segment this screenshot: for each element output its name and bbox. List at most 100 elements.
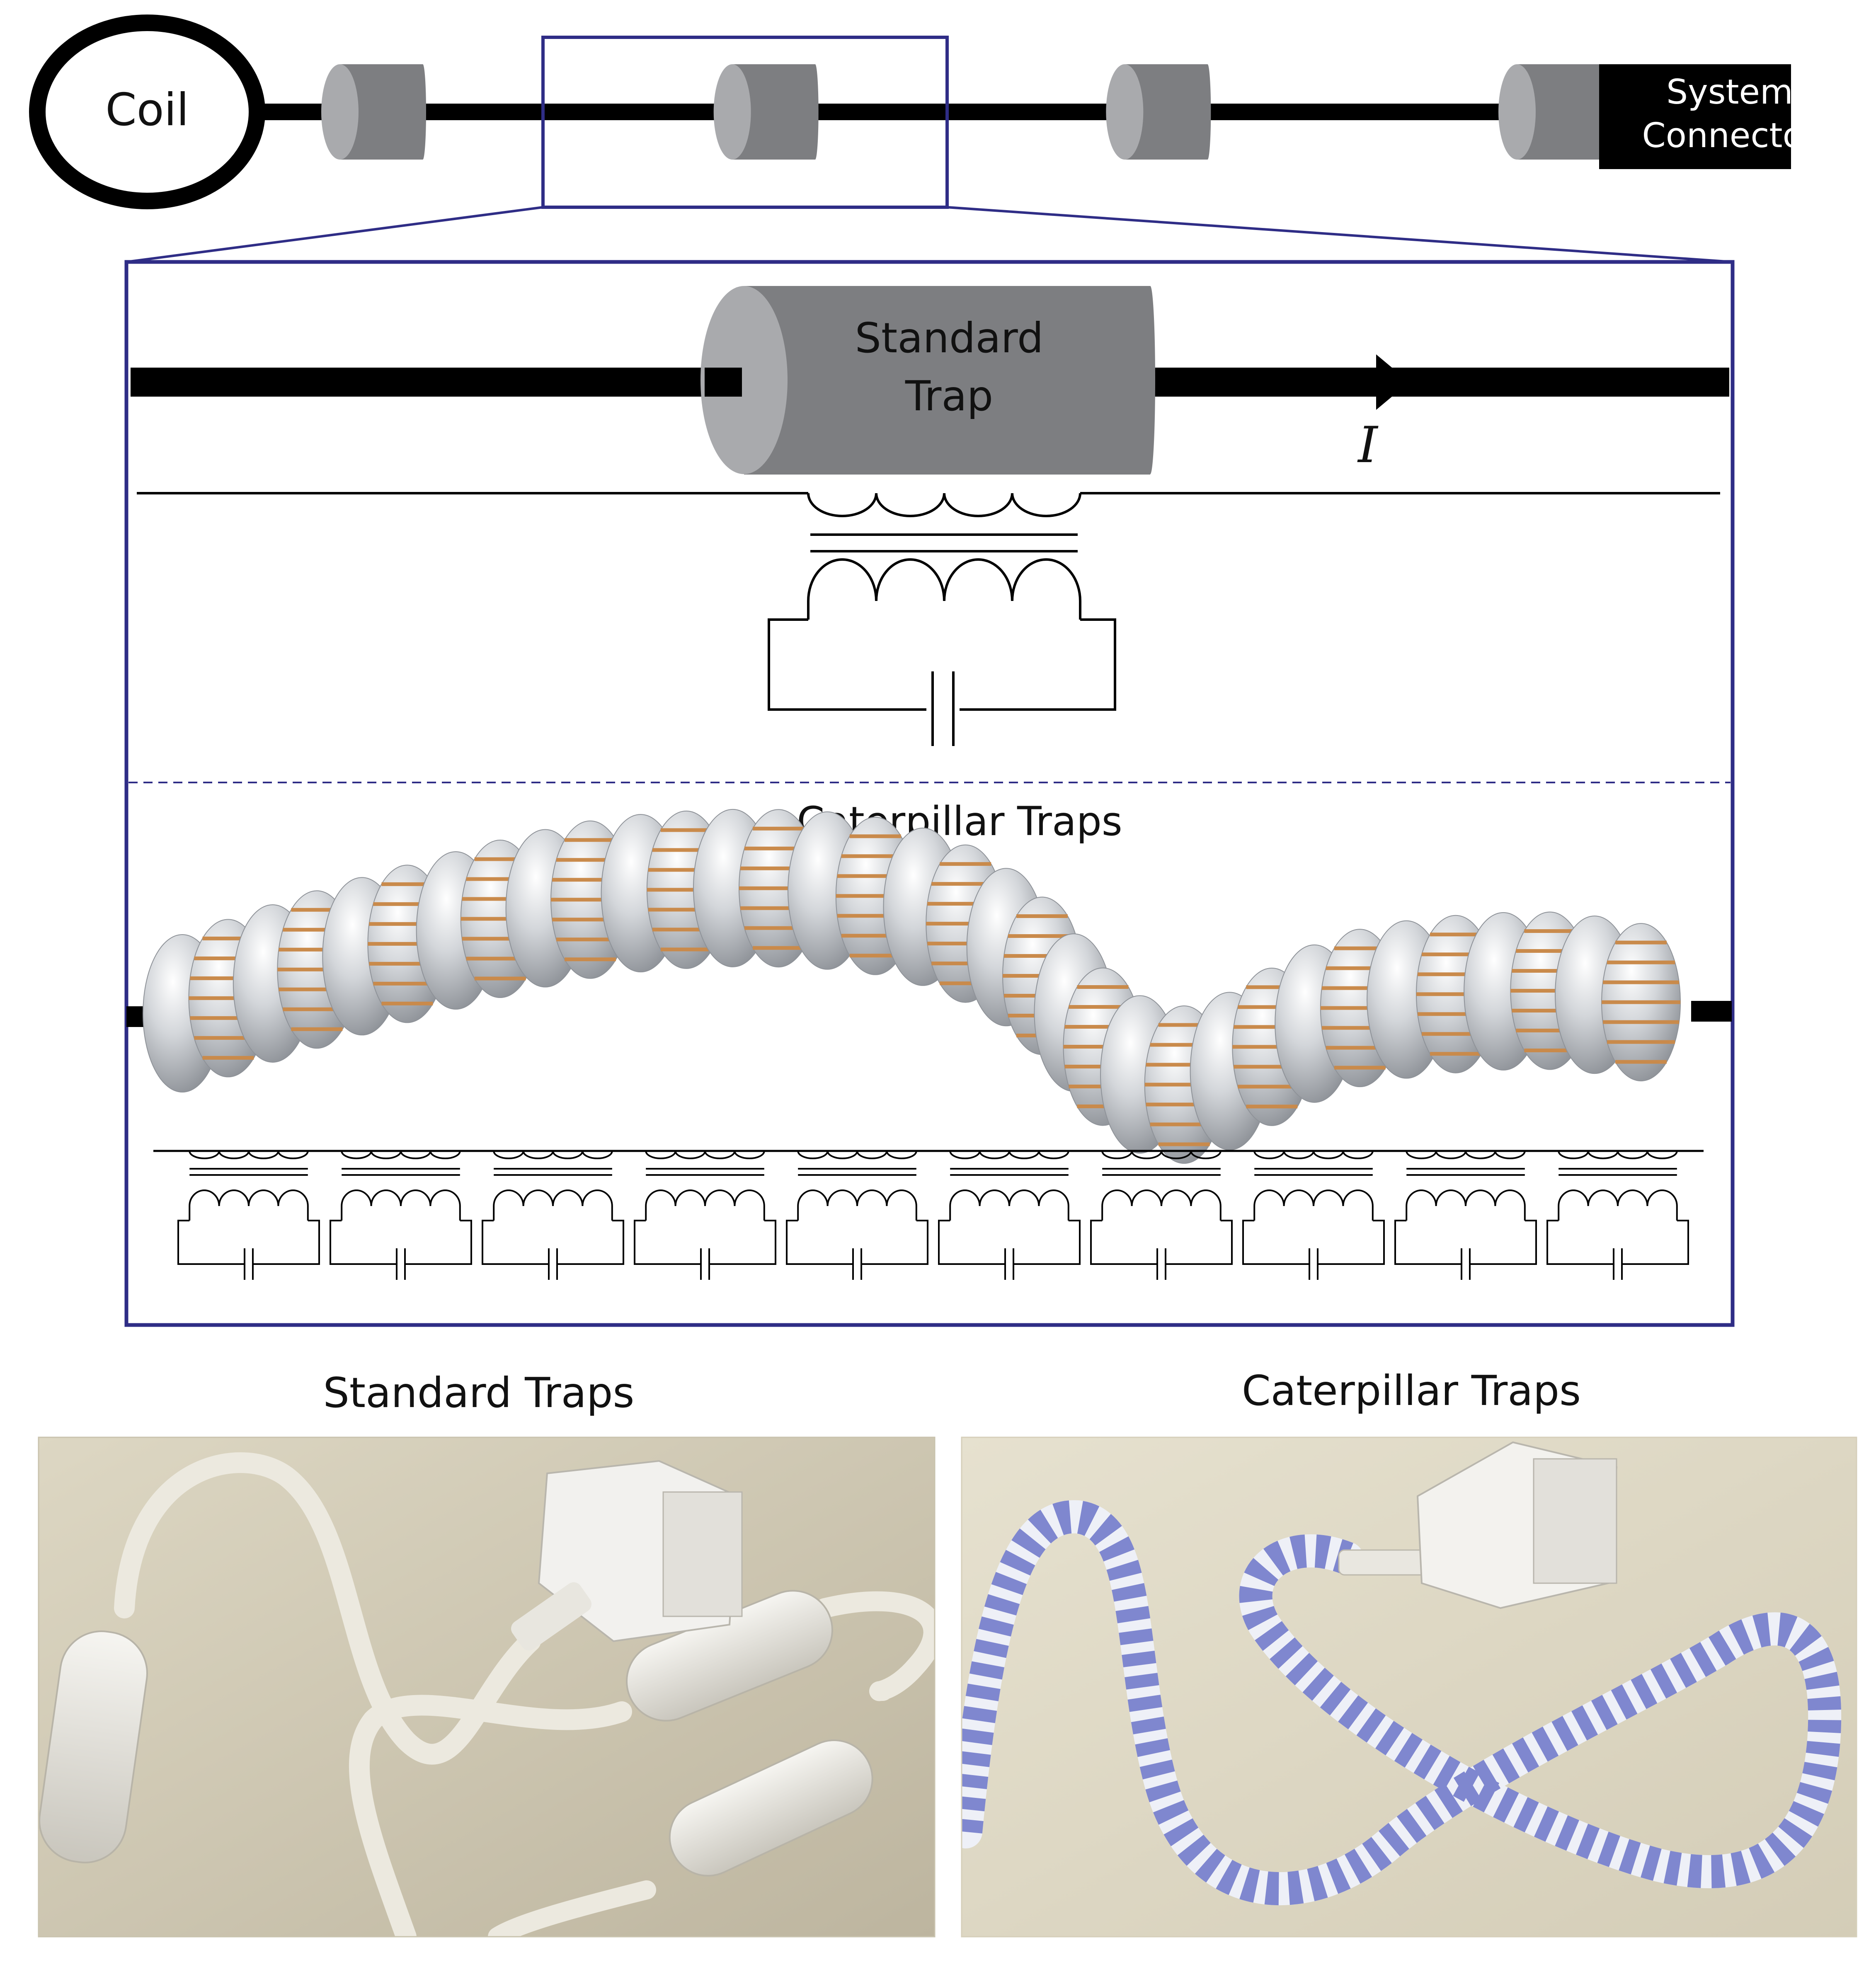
mini-secondary-winding bbox=[189, 1189, 309, 1221]
photo-left-connector bbox=[511, 1460, 743, 1651]
system-connector-label-line1: System bbox=[1666, 73, 1793, 112]
mini-primary-winding bbox=[1253, 1151, 1374, 1159]
coil-label: Coil bbox=[105, 84, 189, 136]
mini-secondary-winding bbox=[645, 1189, 765, 1221]
mini-circuit-8 bbox=[1242, 1151, 1385, 1280]
secondary-winding bbox=[807, 558, 1081, 620]
top-trap-3 bbox=[1106, 64, 1211, 160]
mini-secondary-winding bbox=[797, 1189, 917, 1221]
top-trap-end bbox=[419, 64, 426, 160]
photo-left-frame bbox=[38, 1436, 936, 1938]
system-connector: System Connector bbox=[1599, 64, 1818, 169]
zoom-line-right bbox=[947, 206, 1733, 263]
caterpillar-circuit-row bbox=[177, 1151, 1689, 1280]
photo-left-trap-body-3 bbox=[669, 1739, 873, 1877]
caterpillar-trap-chain bbox=[143, 809, 1681, 1164]
photo-standard-traps bbox=[39, 1437, 935, 1937]
top-trap-1 bbox=[321, 64, 426, 160]
top-trap-2 bbox=[713, 64, 819, 160]
standard-trap-circuit bbox=[137, 492, 1720, 746]
photo-left-trap-bodies bbox=[39, 1590, 873, 1877]
mini-circuit-2 bbox=[330, 1151, 472, 1280]
photo-left-connector-strain bbox=[511, 1582, 592, 1651]
photo-right-connector bbox=[1338, 1441, 1618, 1609]
mini-secondary-loop bbox=[1090, 1220, 1233, 1265]
photo-left-cable-loop bbox=[815, 1591, 935, 1701]
standard-trap-body bbox=[744, 286, 1150, 475]
mini-circuit-6 bbox=[938, 1151, 1081, 1280]
photo-left-trap-body-1 bbox=[39, 1630, 148, 1863]
mini-primary-winding bbox=[1406, 1151, 1526, 1159]
mini-primary-winding bbox=[189, 1151, 309, 1159]
standard-trap: Standard Trap bbox=[700, 286, 1155, 475]
mini-primary-winding bbox=[493, 1151, 613, 1159]
mini-primary-winding bbox=[341, 1151, 461, 1159]
zoom-panel: Standard Trap I Caterpillar Traps bbox=[124, 260, 1735, 1327]
system-connector-label-line2: Connector bbox=[1642, 116, 1818, 155]
mini-primary-winding bbox=[645, 1151, 765, 1159]
top-trap-end bbox=[1204, 64, 1211, 160]
mini-secondary-winding bbox=[1253, 1189, 1374, 1221]
mini-circuit-9 bbox=[1394, 1151, 1537, 1280]
photo-left-title: Standard Traps bbox=[323, 1369, 634, 1417]
mini-secondary-winding bbox=[1558, 1189, 1678, 1221]
top-trap-cap bbox=[713, 64, 751, 160]
mini-secondary-loop bbox=[482, 1220, 624, 1265]
secondary-loop bbox=[768, 618, 1116, 711]
photo-right-title: Caterpillar Traps bbox=[1242, 1366, 1581, 1415]
current-label: I bbox=[1357, 417, 1379, 474]
zoom-line-left bbox=[126, 206, 543, 263]
mini-secondary-loop bbox=[786, 1220, 928, 1265]
mini-secondary-loop bbox=[1394, 1220, 1537, 1265]
mini-secondary-loop bbox=[1242, 1220, 1385, 1265]
top-trap-4 bbox=[1498, 64, 1603, 160]
photo-left-connector-face bbox=[662, 1491, 743, 1617]
coil: Coil bbox=[29, 15, 265, 209]
photo-left-cable-tail bbox=[488, 1880, 656, 1937]
primary-winding bbox=[807, 493, 1081, 517]
top-trap-end bbox=[812, 64, 819, 160]
photo-caterpillar-traps bbox=[962, 1437, 1857, 1937]
top-trap-cap bbox=[1106, 64, 1144, 160]
mini-primary-winding bbox=[949, 1151, 1069, 1159]
photo-left-cable-lower bbox=[349, 1695, 632, 1937]
mini-secondary-loop bbox=[1546, 1220, 1689, 1265]
mini-primary-winding bbox=[1101, 1151, 1222, 1159]
mini-secondary-winding bbox=[493, 1189, 613, 1221]
mini-secondary-loop bbox=[938, 1220, 1081, 1265]
top-trap-cap bbox=[1498, 64, 1536, 160]
standard-trap-end bbox=[1145, 286, 1155, 474]
mini-circuit-5 bbox=[786, 1151, 928, 1280]
mini-primary-winding bbox=[1558, 1151, 1678, 1159]
standard-trap-label-line2: Trap bbox=[905, 372, 993, 420]
photo-right-connector-face bbox=[1533, 1458, 1617, 1584]
mini-secondary-winding bbox=[341, 1189, 461, 1221]
top-trap-cap bbox=[321, 64, 359, 160]
top-trap-row bbox=[321, 64, 1603, 160]
coil-ring bbox=[29, 15, 265, 209]
system-connector-box bbox=[1599, 64, 1791, 169]
photo-left-cable-upper bbox=[114, 1452, 541, 1765]
standard-trap-cable-stub bbox=[705, 368, 742, 397]
mini-secondary-loop bbox=[177, 1220, 320, 1265]
mini-secondary-loop bbox=[330, 1220, 472, 1265]
zoom-selection-box bbox=[541, 36, 949, 209]
mini-secondary-winding bbox=[1101, 1189, 1222, 1221]
current-arrow bbox=[1376, 354, 1409, 410]
mini-primary-winding bbox=[797, 1151, 917, 1159]
mini-circuit-4 bbox=[634, 1151, 776, 1280]
mini-circuit-7 bbox=[1090, 1151, 1233, 1280]
mini-circuit-10 bbox=[1546, 1151, 1689, 1280]
mini-circuit-3 bbox=[482, 1151, 624, 1280]
photo-right-cable-bands bbox=[962, 1500, 1842, 1906]
mini-secondary-winding bbox=[949, 1189, 1069, 1221]
mini-circuit-1 bbox=[177, 1151, 320, 1280]
standard-trap-label-line1: Standard bbox=[855, 314, 1044, 362]
mini-secondary-winding bbox=[1406, 1189, 1526, 1221]
top-schematic: Coil System Connector bbox=[29, 15, 1818, 263]
mini-secondary-loop bbox=[634, 1220, 776, 1265]
standard-trap-cap bbox=[700, 286, 788, 474]
photo-right-frame bbox=[961, 1436, 1857, 1938]
caterpillar-toroid bbox=[1601, 923, 1681, 1082]
